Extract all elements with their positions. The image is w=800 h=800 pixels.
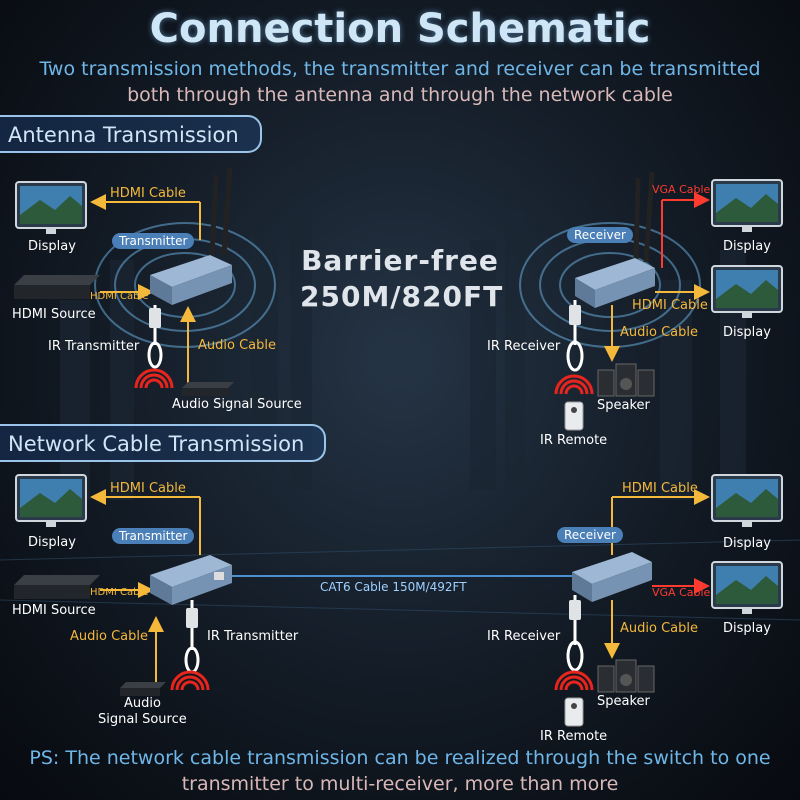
label-display: Display [28,535,76,550]
label-hdmi-source: HDMI Source [12,307,96,322]
remote-icon [564,401,584,431]
section-antenna-transmission: Antenna Transmission [0,115,262,153]
label-hdmi-cable: HDMI Cable [110,481,186,496]
label-audio-signal-source: Audio Signal Source [172,397,302,412]
footer-note: PS: The network cable transmission can b… [20,745,780,797]
label-ir-transmitter: IR Transmitter [48,339,140,354]
label-speaker: Speaker [597,398,650,413]
label-hdmi-cable: HDMI Cable [632,298,708,313]
label-audio: Audio [124,696,161,711]
receiver-device-icon [575,171,655,308]
label-receiver: Receiver [567,227,633,243]
label-display: Display [723,621,771,636]
label-display: Display [28,239,76,254]
range-callout-line-1: Barrier-free [301,244,499,277]
label-hdmi-cable: HDMI Cable [110,186,186,201]
transmitter-device-icon [150,555,232,605]
hdmi-source-box-icon [14,275,100,299]
label-ir-remote: IR Remote [540,433,608,448]
label-cat6-cable: CAT6 Cable 150M/492FT [320,580,467,594]
ir-transmitter-icon [184,600,200,674]
subtitle-line-1: Two transmission methods, the transmitte… [39,58,761,80]
footer-note-line-2: transmitter to multi-receiver, more than… [181,773,619,795]
label-audio-cable: Audio Cable [620,621,698,636]
label-receiver: Receiver [557,527,623,543]
label-transmitter: Transmitter [112,233,195,249]
label-display: Display [723,239,771,254]
monitor-icon [711,474,783,527]
ir-signal-icon [170,670,210,691]
page-subtitle: Two transmission methods, the transmitte… [20,56,780,108]
page-title: Connection Schematic [149,6,651,52]
label-hdmi-cable-small: HDMI Cable [90,587,149,598]
label-ir-receiver: IR Receiver [487,339,561,354]
speaker-icon [597,659,655,693]
label-signal-source: Signal Source [98,712,187,727]
label-transmitter: Transmitter [112,528,195,544]
ir-receiver-icon [566,595,584,672]
label-hdmi-cable: HDMI Cable [622,481,698,496]
label-audio-cable: Audio Cable [70,629,148,644]
footer-note-line-1: PS: The network cable transmission can b… [29,747,771,769]
monitor-icon [711,179,783,232]
audio-source-box-icon [120,682,166,696]
ir-signal-icon [134,368,174,389]
ir-signal-icon [554,670,594,691]
remote-icon [564,697,584,727]
monitor-icon [15,474,87,527]
monitor-icon [15,181,87,234]
range-callout-line-2: 250M/820FT [300,280,504,313]
label-ir-receiver: IR Receiver [487,629,561,644]
transmitter-device-icon [150,167,233,305]
speaker-icon [597,363,655,397]
ir-transmitter-icon [147,305,163,369]
range-callout: Barrier-free 250M/820FT [300,243,504,315]
label-display: Display [723,536,771,551]
label-vga-cable: VGA Cable [652,586,711,599]
label-hdmi-cable-small: HDMI Cable [90,291,149,302]
label-audio-cable: Audio Cable [620,325,698,340]
label-speaker: Speaker [597,694,650,709]
label-ir-transmitter: IR Transmitter [207,629,299,644]
ir-receiver-icon [566,300,584,372]
monitor-icon [711,561,783,614]
hdmi-source-box-icon [14,575,100,599]
monitor-icon [711,265,783,318]
label-hdmi-source: HDMI Source [12,603,96,618]
label-ir-remote: IR Remote [540,729,608,744]
section-network-cable-transmission: Network Cable Transmission [0,424,326,462]
ir-signal-icon [554,374,594,395]
label-audio-cable: Audio Cable [198,338,276,353]
label-display: Display [723,325,771,340]
subtitle-line-2: both through the antenna and through the… [127,84,673,106]
receiver-device-icon [572,552,652,602]
audio-source-box-icon [182,382,234,396]
label-vga-cable: VGA Cable [652,183,711,196]
